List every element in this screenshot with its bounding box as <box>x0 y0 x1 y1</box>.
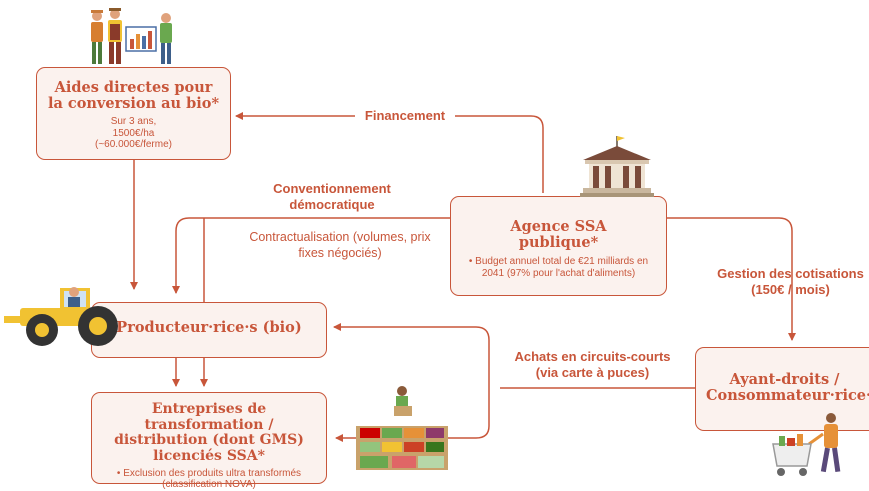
label-contractualisation: Contractualisation (volumes, prix fixes … <box>249 230 431 260</box>
box-entreprises: Entreprises de transformation / distribu… <box>91 392 327 490</box>
farmers-group-icon <box>91 8 172 64</box>
label-financement: Financement <box>364 108 446 123</box>
shopper-cart-icon <box>772 413 841 476</box>
tractor-icon <box>4 287 118 346</box>
producteur-title: Producteur·rice·s (bio) <box>116 319 302 336</box>
box-agence-ssa: Agence SSA publique* • Budget annuel tot… <box>450 196 667 296</box>
aides-note: Sur 3 ans, 1500€/ha (~60.000€/ferme) <box>95 116 172 151</box>
market-stall-icon <box>356 386 448 470</box>
box-producteur: Producteur·rice·s (bio) <box>91 302 327 358</box>
arrow-achats-entreprises <box>335 388 490 442</box>
public-building-icon <box>580 136 654 197</box>
entreprises-note: • Exclusion des produits ultra transform… <box>116 467 302 491</box>
ayants-title: Ayant-droits / Consommateur·rice·s <box>706 371 869 405</box>
arrow-gestion <box>667 217 796 341</box>
label-achats-circuits-courts: Achats en circuits-courts (via carte à p… <box>514 349 671 381</box>
agence-title: Agence SSA publique* <box>510 218 607 252</box>
agence-note: • Budget annuel total de €21 milliards e… <box>468 256 649 279</box>
label-conventionnement: Conventionnement démocratique <box>273 181 391 213</box>
box-ayants-droits: Ayant-droits / Consommateur·rice·s <box>695 347 869 431</box>
arrow-achats-producteur <box>333 323 490 388</box>
arrow-conventionnement <box>172 217 450 294</box>
arrow-financement <box>455 115 544 193</box>
aides-title: Aides directes pour la conversion au bio… <box>47 79 220 113</box>
box-aides-conversion: Aides directes pour la conversion au bio… <box>36 67 231 160</box>
label-gestion-cotisations: Gestion des cotisations (150€ / mois) <box>717 266 864 298</box>
entreprises-title: Entreprises de transformation / distribu… <box>114 401 304 465</box>
